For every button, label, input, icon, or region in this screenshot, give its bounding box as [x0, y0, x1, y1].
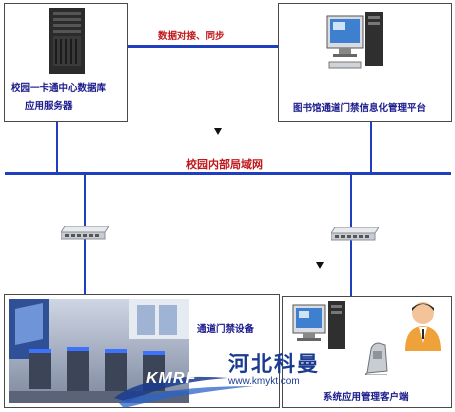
company-watermark: 河北科曼 www.kmykt.com KMRF [108, 348, 328, 412]
server-label-line1: 校园一卡通中心数据库 [11, 83, 107, 94]
central-database-server-box: 校园一卡通中心数据库 应用服务器 [4, 3, 128, 122]
client-terminal-box: 系统应用管理客户端 [282, 296, 452, 408]
campus-lan-bus [5, 172, 451, 175]
data-sync-link [128, 45, 278, 48]
management-platform-box: 图书馆通道门禁信息化管理平台 [278, 3, 452, 122]
client-terminal-label: 系统应用管理客户端 [323, 392, 409, 403]
watermark-cn-name: 河北科曼 [228, 351, 320, 376]
card-reader-icon [364, 342, 388, 375]
access-gate-label: 通道门禁设备 [197, 324, 255, 335]
watermark-brand: KMRF [146, 370, 197, 387]
flow-arrow-icon [214, 128, 222, 135]
server-label-line2: 应用服务器 [25, 101, 73, 112]
network-switch-icon [61, 226, 109, 240]
operator-person-icon [405, 302, 441, 351]
server-to-lan-line [56, 122, 58, 174]
platform-to-lan-line [370, 122, 372, 174]
campus-lan-label: 校园内部局域网 [186, 158, 263, 171]
watermark-url: www.kmykt.com [228, 376, 300, 387]
flow-arrow-icon [316, 262, 324, 269]
platform-label: 图书馆通道门禁信息化管理平台 [293, 103, 427, 114]
kmrf-swoosh-logo [114, 376, 254, 408]
data-sync-label: 数据对接、同步 [158, 31, 225, 42]
desktop-computer-icon [292, 301, 345, 349]
desktop-computer-icon [326, 12, 383, 69]
network-switch-icon [331, 227, 379, 241]
server-tower-icon [49, 8, 85, 74]
